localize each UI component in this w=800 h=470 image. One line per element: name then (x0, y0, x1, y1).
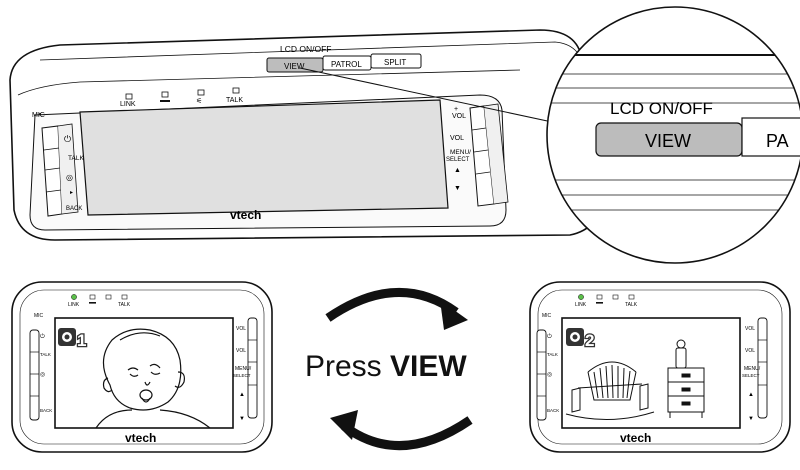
menu-label: MENU/ (235, 366, 252, 372)
status-leds (125, 87, 240, 100)
mute-icon: ⚟ (196, 98, 202, 105)
link-label: LINK (68, 302, 80, 308)
brand-logo: vtech (125, 431, 156, 445)
arrow-left-head (330, 410, 358, 440)
camera-icon: ◎ (547, 372, 552, 378)
camera-icon: ◎ (40, 372, 45, 378)
back-label: BACK (40, 408, 52, 413)
left-button-column (41, 123, 79, 217)
right-monitor: LINK TALK MIC ⏻ TALK ◎ BACK VOL VOL MENU… (529, 281, 791, 453)
select-label: SELECT (233, 373, 251, 378)
top-monitor: LCD ON/OFF VIEW PATROL SPLIT LINK ⚟ TALK… (9, 29, 602, 241)
link-led (578, 294, 584, 300)
signal-bar-icon (160, 100, 170, 102)
mic-label: MIC (542, 313, 552, 319)
power-icon: ⏻ (547, 333, 552, 340)
talk-led-label: TALK (625, 302, 638, 308)
power-icon: ⏻ (64, 134, 71, 144)
instruction-prefix: Press (305, 350, 391, 383)
vol-down-label: VOL (450, 135, 464, 142)
split-button[interactable] (370, 53, 422, 69)
link-label: LINK (575, 302, 587, 308)
callout-line (299, 67, 581, 129)
arrow-right-head (440, 300, 468, 330)
talk-button-label: TALK (40, 352, 51, 357)
crib-illustration (565, 361, 655, 420)
camera-number: 2 (585, 331, 594, 350)
select-label: SELECT (446, 157, 470, 163)
link-label: LINK (120, 101, 136, 108)
patrol-button-label: PATROL (331, 60, 362, 69)
menu-label: MENU/ (450, 149, 471, 156)
brand-logo: vtech (230, 208, 261, 222)
select-label: SELECT (742, 373, 760, 378)
instruction-key: VIEW (390, 350, 467, 383)
press-view-instruction: Press VIEW (305, 350, 505, 384)
lcd-label: LCD ON/OFF (280, 44, 331, 54)
plus-icon: + (454, 106, 458, 113)
left-monitor: LINK TALK MIC ⏻ TALK ◎ BACK VOL VOL MENU… (11, 281, 273, 453)
camera-number: 1 (77, 331, 86, 350)
brand-logo: vtech (620, 431, 651, 445)
zoom-lcd-label: LCD ON/OFF (610, 99, 713, 118)
zoom-partial-label: PA (766, 131, 789, 151)
talk-button-label: TALK (547, 352, 558, 357)
top-monitor-screen (79, 99, 449, 216)
vol-down-label: VOL (745, 348, 755, 354)
play-icon: ▸ (70, 190, 73, 196)
right-screen (561, 317, 741, 429)
mic-label: MIC (32, 112, 45, 119)
talk-led-label: TALK (226, 97, 243, 104)
arrow-right-arc (325, 287, 459, 322)
talk-led-label: TALK (118, 302, 131, 308)
down-arrow-icon: ▼ (454, 185, 461, 192)
cycle-arrows (325, 287, 473, 451)
baby-illustration (95, 328, 211, 429)
vol-up-label: VOL (452, 113, 466, 120)
vol-up-label: VOL (745, 326, 755, 332)
power-icon: ⏻ (40, 333, 45, 340)
vol-down-label: VOL (236, 348, 246, 354)
mic-label: MIC (34, 313, 44, 319)
back-label: BACK (66, 206, 82, 212)
down-arrow-icon: ▼ (748, 416, 754, 422)
dresser-illustration (667, 339, 705, 418)
vol-up-label: VOL (236, 326, 246, 332)
camera-icon: ◎ (66, 173, 73, 182)
down-arrow-icon: ▼ (239, 416, 245, 422)
back-label: BACK (547, 408, 559, 413)
arrow-left-arc (341, 416, 473, 451)
link-led (71, 294, 77, 300)
zoom-callout: LCD ON/OFF VIEW PA (546, 6, 800, 264)
up-arrow-icon: ▲ (239, 392, 245, 398)
talk-button-label: TALK (68, 155, 84, 162)
menu-label: MENU/ (744, 366, 761, 372)
up-arrow-icon: ▲ (454, 167, 461, 174)
zoom-view-label: VIEW (645, 131, 691, 151)
split-button-label: SPLIT (384, 58, 406, 67)
up-arrow-icon: ▲ (748, 392, 754, 398)
view-button-label: VIEW (284, 62, 305, 71)
